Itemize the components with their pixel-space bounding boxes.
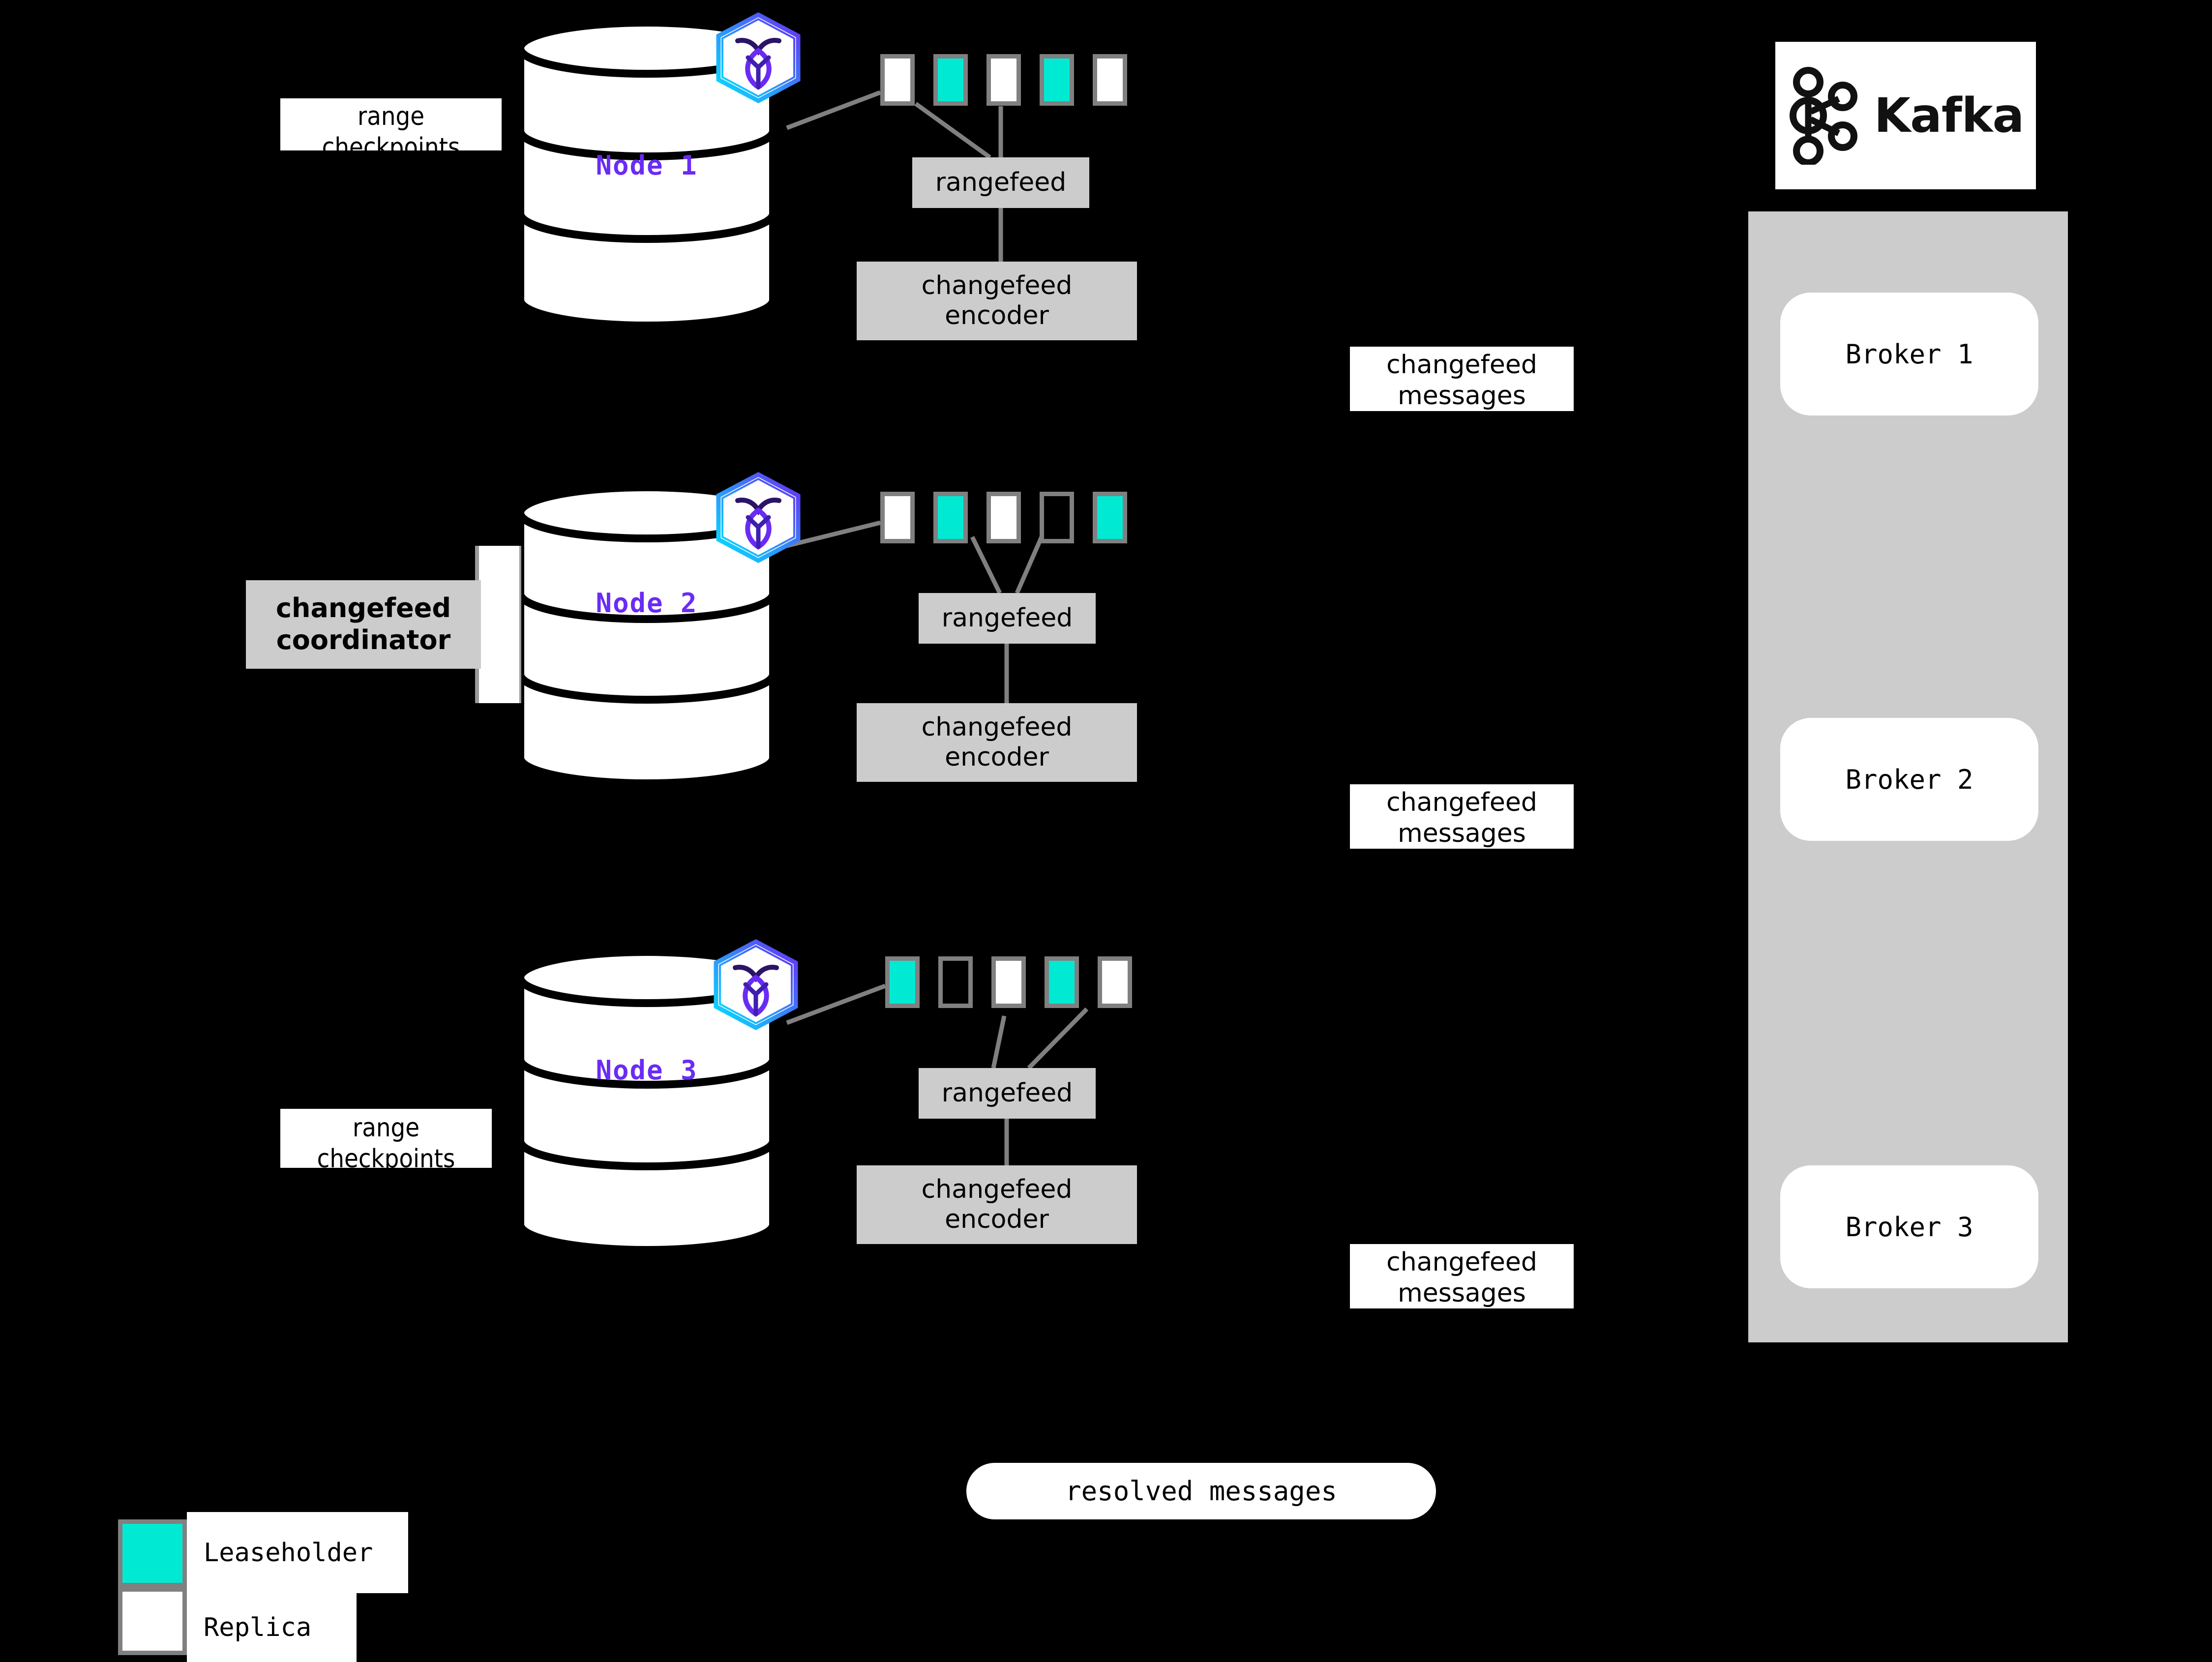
node-1-range-checkpoints-label: range checkpoints: [280, 98, 502, 150]
coordinator-label-line-1: changefeed: [275, 593, 451, 624]
node-1-range-row: [880, 54, 1146, 106]
legend-swatch-leaseholder: [118, 1519, 187, 1587]
node-2-changefeed-encoder-box[interactable]: changefeed encoder: [857, 703, 1137, 782]
range-box-replica[interactable]: [1098, 956, 1132, 1008]
range-checkpoints-line-1: range: [357, 102, 425, 131]
node-3-range-row: [885, 956, 1151, 1008]
changefeed-messages-label-2: changefeed messages: [1350, 784, 1574, 849]
broker-label: Broker 1: [1845, 338, 1973, 370]
legend-label-leaseholder: Leaseholder: [187, 1512, 408, 1593]
rangefeed-label: rangefeed: [935, 167, 1067, 197]
node-1-label: Node 1: [596, 150, 698, 181]
range-box-empty[interactable]: [938, 956, 973, 1008]
range-box-replica[interactable]: [986, 54, 1021, 106]
encoder-label-line-2: encoder: [945, 1205, 1049, 1234]
range-box-empty[interactable]: [1040, 492, 1074, 543]
cockroachdb-hexagon-icon: [713, 939, 799, 1032]
encoder-label-line-2: encoder: [945, 742, 1049, 772]
node-2-label: Node 2: [596, 588, 698, 619]
node-3-range-checkpoints-label: range checkpoints: [280, 1109, 492, 1168]
kafka-logo-box: Kafka: [1775, 42, 2036, 189]
encoder-label-line-2: encoder: [945, 301, 1049, 330]
kafka-wordmark: Kafka: [1874, 88, 2025, 143]
changefeed-messages-line-2: messages: [1398, 819, 1526, 849]
encoder-label-line-1: changefeed: [921, 712, 1073, 742]
range-box-replica[interactable]: [991, 956, 1026, 1008]
node-3-rangefeed-box[interactable]: rangefeed: [919, 1068, 1096, 1119]
kafka-broker-2[interactable]: Broker 2: [1780, 718, 2038, 841]
changefeed-messages-line-2: messages: [1398, 381, 1526, 411]
legend-text: Leaseholder: [204, 1538, 373, 1568]
coordinator-label-line-2: coordinator: [276, 624, 451, 655]
range-checkpoints-line-2: checkpoints: [322, 133, 460, 150]
resolved-messages-pill[interactable]: resolved messages: [966, 1463, 1436, 1519]
node-1-cylinder: Node 1: [516, 20, 777, 329]
legend-text: Replica: [204, 1613, 312, 1642]
changefeed-messages-line-1: changefeed: [1386, 350, 1537, 380]
node-1-changefeed-encoder-box[interactable]: changefeed encoder: [857, 262, 1137, 340]
legend-swatch-replica: [118, 1587, 187, 1655]
cockroachdb-hexagon-icon: [716, 472, 802, 565]
broker-label: Broker 2: [1845, 764, 1973, 795]
range-box-replica[interactable]: [986, 492, 1021, 543]
changefeed-messages-label-1: changefeed messages: [1350, 347, 1574, 411]
node-3-changefeed-encoder-box[interactable]: changefeed encoder: [857, 1165, 1137, 1244]
rangefeed-label: rangefeed: [941, 603, 1073, 633]
range-box-replica[interactable]: [880, 54, 915, 106]
kafka-node-graph-icon: [1788, 66, 1861, 166]
kafka-broker-3[interactable]: Broker 3: [1780, 1165, 2038, 1288]
broker-label: Broker 3: [1845, 1211, 1973, 1243]
encoder-label-line-1: changefeed: [921, 270, 1073, 300]
node-2-rangefeed-box[interactable]: rangefeed: [919, 593, 1096, 644]
range-box-leaseholder[interactable]: [1040, 54, 1074, 106]
changefeed-coordinator-callout[interactable]: changefeed coordinator: [246, 546, 521, 703]
legend-label-replica: Replica: [187, 1593, 357, 1662]
range-checkpoints-line-2: checkpoints: [317, 1144, 455, 1168]
changefeed-messages-line-1: changefeed: [1386, 1247, 1537, 1277]
node-2-range-row: [880, 492, 1146, 543]
range-box-leaseholder[interactable]: [933, 54, 968, 106]
range-box-leaseholder[interactable]: [885, 956, 920, 1008]
changefeed-messages-label-3: changefeed messages: [1350, 1244, 1574, 1308]
encoder-label-line-1: changefeed: [921, 1174, 1073, 1204]
rangefeed-label: rangefeed: [941, 1078, 1073, 1108]
node-3-cylinder: Node 3: [516, 949, 777, 1254]
cockroachdb-hexagon-icon: [716, 12, 802, 105]
range-box-replica[interactable]: [880, 492, 915, 543]
kafka-broker-1[interactable]: Broker 1: [1780, 293, 2038, 416]
range-box-leaseholder[interactable]: [1045, 956, 1079, 1008]
node-1-rangefeed-box[interactable]: rangefeed: [912, 157, 1089, 208]
node-2-cylinder: Node 2: [516, 484, 777, 787]
changefeed-messages-line-2: messages: [1398, 1278, 1526, 1308]
range-box-leaseholder[interactable]: [933, 492, 968, 543]
resolved-messages-label: resolved messages: [1065, 1476, 1337, 1507]
changefeed-messages-line-1: changefeed: [1386, 788, 1537, 817]
range-checkpoints-line-1: range: [352, 1113, 420, 1143]
range-box-replica[interactable]: [1093, 54, 1127, 106]
range-box-leaseholder[interactable]: [1093, 492, 1127, 543]
node-3-label: Node 3: [596, 1055, 698, 1086]
